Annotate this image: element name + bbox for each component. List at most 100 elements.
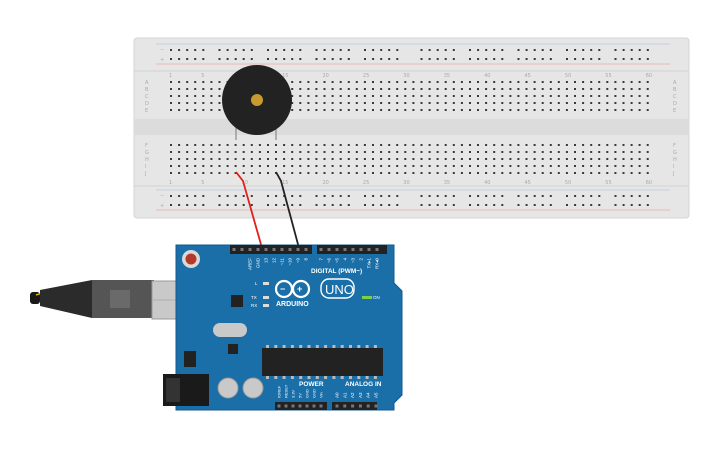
rail-hole[interactable] <box>372 204 375 206</box>
breadboard-hole[interactable] <box>210 165 213 167</box>
rail-hole[interactable] <box>517 58 520 60</box>
rail-hole[interactable] <box>436 49 439 51</box>
breadboard-hole[interactable] <box>517 95 520 97</box>
breadboard-hole[interactable] <box>485 144 488 146</box>
breadboard-hole[interactable] <box>420 81 423 83</box>
breadboard-hole[interactable] <box>525 102 528 104</box>
breadboard-hole[interactable] <box>307 95 310 97</box>
rail-hole[interactable] <box>549 204 552 206</box>
breadboard-hole[interactable] <box>396 165 399 167</box>
breadboard-hole[interactable] <box>210 95 213 97</box>
breadboard-hole[interactable] <box>404 81 407 83</box>
breadboard-hole[interactable] <box>638 102 641 104</box>
rail-hole[interactable] <box>622 58 625 60</box>
rail-hole[interactable] <box>202 204 205 206</box>
breadboard-hole[interactable] <box>557 109 560 111</box>
breadboard-hole[interactable] <box>622 109 625 111</box>
rail-hole[interactable] <box>566 204 568 206</box>
breadboard-hole[interactable] <box>291 88 294 90</box>
breadboard-hole[interactable] <box>396 81 399 83</box>
header-pin[interactable] <box>298 404 302 408</box>
breadboard-hole[interactable] <box>372 109 374 111</box>
rail-hole[interactable] <box>646 49 649 51</box>
breadboard-hole[interactable] <box>347 172 350 174</box>
breadboard-hole[interactable] <box>412 81 415 83</box>
breadboard-hole[interactable] <box>477 102 479 104</box>
breadboard-hole[interactable] <box>291 172 294 174</box>
breadboard-hole[interactable] <box>622 88 625 90</box>
breadboard-hole[interactable] <box>258 165 261 167</box>
rail-hole[interactable] <box>501 58 504 60</box>
breadboard-hole[interactable] <box>388 158 391 160</box>
breadboard-hole[interactable] <box>638 88 641 90</box>
breadboard-hole[interactable] <box>557 102 560 104</box>
breadboard-hole[interactable] <box>485 81 488 83</box>
breadboard-hole[interactable] <box>590 109 593 111</box>
breadboard-hole[interactable] <box>347 144 350 146</box>
breadboard-hole[interactable] <box>533 172 536 174</box>
breadboard-hole[interactable] <box>557 95 560 97</box>
breadboard-hole[interactable] <box>501 151 504 153</box>
breadboard-hole[interactable] <box>517 172 520 174</box>
breadboard-hole[interactable] <box>291 165 294 167</box>
breadboard-hole[interactable] <box>202 102 205 104</box>
breadboard-hole[interactable] <box>299 81 302 83</box>
breadboard-hole[interactable] <box>339 88 342 90</box>
breadboard-hole[interactable] <box>323 95 326 97</box>
breadboard-hole[interactable] <box>630 172 633 174</box>
breadboard-hole[interactable] <box>339 151 342 153</box>
breadboard-hole[interactable] <box>598 144 601 146</box>
breadboard-hole[interactable] <box>283 172 286 174</box>
rail-hole[interactable] <box>598 49 601 51</box>
rail-hole[interactable] <box>485 195 488 197</box>
breadboard-hole[interactable] <box>323 172 326 174</box>
rail-hole[interactable] <box>291 195 294 197</box>
breadboard-hole[interactable] <box>396 158 399 160</box>
breadboard-hole[interactable] <box>355 165 358 167</box>
breadboard-hole[interactable] <box>622 158 625 160</box>
breadboard-hole[interactable] <box>501 102 504 104</box>
breadboard-hole[interactable] <box>469 172 471 174</box>
rail-hole[interactable] <box>250 204 253 206</box>
breadboard-hole[interactable] <box>226 151 229 153</box>
rail-hole[interactable] <box>323 195 326 197</box>
breadboard-hole[interactable] <box>428 95 431 97</box>
breadboard-hole[interactable] <box>404 88 407 90</box>
breadboard-hole[interactable] <box>186 102 189 104</box>
rail-hole[interactable] <box>364 195 366 197</box>
piezo-buzzer[interactable] <box>222 65 292 140</box>
breadboard-hole[interactable] <box>323 158 326 160</box>
breadboard-hole[interactable] <box>630 102 633 104</box>
breadboard-hole[interactable] <box>638 81 641 83</box>
rail-hole[interactable] <box>242 49 245 51</box>
rail-hole[interactable] <box>566 195 568 197</box>
breadboard-hole[interactable] <box>525 165 528 167</box>
breadboard-hole[interactable] <box>541 158 544 160</box>
breadboard-hole[interactable] <box>444 144 447 146</box>
rail-hole[interactable] <box>347 49 350 51</box>
breadboard-hole[interactable] <box>412 151 415 153</box>
breadboard-hole[interactable] <box>622 151 625 153</box>
breadboard-hole[interactable] <box>323 165 326 167</box>
rail-hole[interactable] <box>582 195 585 197</box>
breadboard-hole[interactable] <box>452 102 455 104</box>
rail-hole[interactable] <box>420 58 423 60</box>
breadboard-hole[interactable] <box>355 158 358 160</box>
header-pin[interactable] <box>291 404 295 408</box>
breadboard-hole[interactable] <box>315 158 318 160</box>
breadboard-hole[interactable] <box>202 88 205 90</box>
header-pin[interactable] <box>280 248 284 251</box>
breadboard-hole[interactable] <box>307 151 310 153</box>
breadboard-hole[interactable] <box>194 102 197 104</box>
rail-hole[interactable] <box>323 58 326 60</box>
rail-hole[interactable] <box>380 49 383 51</box>
breadboard-hole[interactable] <box>363 81 366 83</box>
rail-hole[interactable] <box>541 204 544 206</box>
breadboard-hole[interactable] <box>444 172 447 174</box>
breadboard-hole[interactable] <box>590 158 593 160</box>
breadboard-hole[interactable] <box>557 144 560 146</box>
rail-hole[interactable] <box>178 49 181 51</box>
breadboard-hole[interactable] <box>452 95 455 97</box>
breadboard-hole[interactable] <box>622 81 625 83</box>
breadboard-hole[interactable] <box>501 88 504 90</box>
